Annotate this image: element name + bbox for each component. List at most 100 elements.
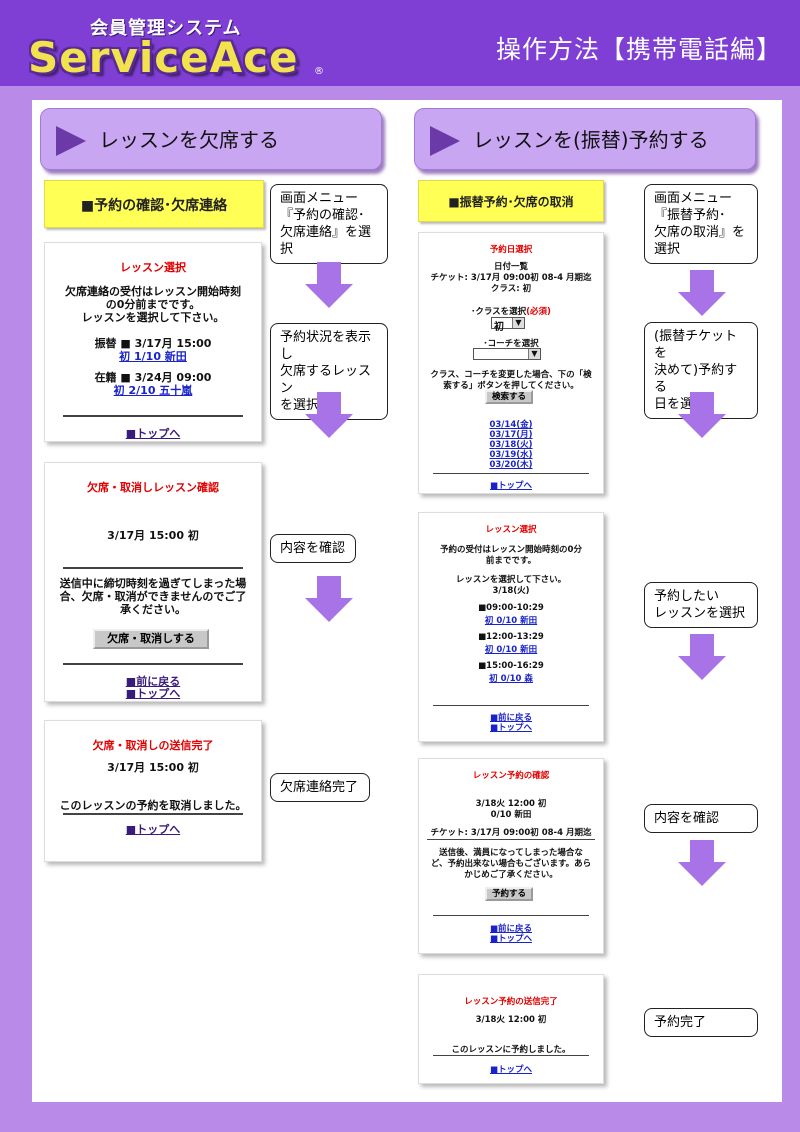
divider [433, 1055, 589, 1056]
lesson-datetime: 3/18火 12:00 初 [475, 1015, 547, 1025]
warning-text: 送信中に締切時刻を過ぎてしまった場 [59, 577, 247, 590]
divider [433, 473, 589, 474]
note-line: 選択 [654, 242, 681, 257]
date-link[interactable]: 03/17(月) [489, 430, 533, 440]
down-arrow-icon [678, 392, 726, 438]
down-arrow-icon [678, 270, 726, 316]
date-link[interactable]: 03/14(金) [489, 420, 533, 430]
note-line: 欠席するレッスン [280, 364, 372, 396]
date-link[interactable]: 03/20(木) [489, 460, 533, 470]
list-title: 日付一覧 [493, 262, 528, 272]
section-header-absence: レッスンを欠席する [40, 108, 382, 170]
note-line: 欠席の取消』を [654, 225, 746, 240]
note-line: 内容を確認 [280, 541, 346, 556]
divider [433, 705, 589, 706]
screen-title: レッスン選択 [120, 261, 186, 274]
registered-mark: ® [314, 66, 324, 77]
description-text: 欠席連絡の受付はレッスン開始時刻 [65, 285, 241, 298]
divider [63, 567, 243, 569]
capacity-info: 0/10 新田 [490, 810, 532, 820]
instruction-note: 予約完了 [644, 1008, 758, 1037]
note-line: 予約したい [654, 589, 720, 604]
warning-text: 承ください。 [120, 603, 186, 616]
search-button[interactable]: 検索する [485, 390, 533, 404]
complete-message: このレッスンの予約を取消しました。 [59, 799, 247, 812]
header-bar: 会員管理システム ServiceAce ® 操作方法【携帯電話編】 [0, 0, 800, 86]
ticket-info: チケット: 3/17月 09:00初 08-4 月期迄 [430, 273, 592, 283]
description-text: 前までです。 [485, 556, 537, 566]
top-link[interactable]: ■トップへ [489, 1065, 533, 1075]
top-link[interactable]: ■トップへ [125, 823, 181, 836]
note-line: レッスンを選択 [654, 606, 746, 621]
instruction-note: 内容を確認 [644, 804, 758, 833]
slot-link[interactable]: 初 0/10 新田 [484, 616, 538, 626]
divider [63, 813, 243, 815]
lesson-date: 3/18(火) [492, 586, 530, 596]
note-line: 画面メニュー [654, 191, 733, 206]
note-text: 索する」ボタンを押してください。 [443, 381, 579, 391]
lesson-link[interactable]: 初 2/10 五十嵐 [113, 384, 193, 397]
description-text: レッスンを選択して下さい。 [455, 575, 567, 585]
ticket-info: チケット: 3/17月 09:00初 08-4 月期迄 [430, 828, 592, 838]
top-link[interactable]: ■トップへ [489, 481, 533, 491]
class-info: クラス: 初 [490, 284, 532, 294]
instruction-note: 画面メニュー 『予約の確認･ 欠席連絡』を選択 [270, 184, 388, 264]
date-select-screen: 予約日選択 日付一覧 チケット: 3/17月 09:00初 08-4 月期迄 ク… [418, 232, 604, 494]
note-line: 内容を確認 [654, 811, 720, 826]
top-link[interactable]: ■トップへ [489, 934, 533, 944]
service-ace-logo: ServiceAce [28, 33, 299, 82]
back-link[interactable]: ■前に戻る [125, 675, 181, 688]
coach-select[interactable]: ▼ [473, 348, 541, 360]
lesson-link[interactable]: 初 1/10 新田 [119, 350, 187, 363]
menu-item-reservation-check[interactable]: ■予約の確認･欠席連絡 [44, 180, 264, 228]
lesson-select-screen: レッスン選択 予約の受付はレッスン開始時刻の0分 前までです。 レッスンを選択し… [418, 512, 604, 742]
lesson-item: 在籍 ■ 3/24月 09:00 [94, 371, 212, 384]
class-select-value: 初 [494, 322, 504, 333]
reservation-confirm-screen: レッスン予約の確認 3/18火 12:00 初 0/10 新田 チケット: 3/… [418, 758, 604, 954]
menu-item-transfer-reservation[interactable]: ■振替予約･欠席の取消 [418, 180, 604, 222]
date-link[interactable]: 03/18(火) [489, 440, 533, 450]
date-link[interactable]: 03/19(水) [489, 450, 533, 460]
top-link[interactable]: ■トップへ [125, 427, 181, 440]
warning-text: 送信後、満員になってしまった場合な [439, 848, 583, 858]
slot-link[interactable]: 初 0/10 新田 [484, 645, 538, 655]
lesson-datetime: 3/18火 12:00 初 [475, 799, 547, 809]
down-arrow-icon [305, 262, 353, 308]
note-line: 『振替予約･ [654, 208, 726, 223]
note-line: を選択 [280, 398, 320, 413]
screen-title: 欠席・取消しレッスン確認 [87, 481, 219, 494]
screen-title: レッスン予約の送信完了 [464, 997, 558, 1007]
top-link[interactable]: ■トップへ [125, 687, 181, 700]
screen-title: 欠席・取消しの送信完了 [92, 739, 214, 752]
top-link[interactable]: ■トップへ [489, 723, 533, 733]
chevron-down-icon: ▼ [528, 349, 540, 359]
back-link[interactable]: ■前に戻る [489, 713, 533, 723]
note-text: クラス、コーチを変更した場合、下の「検 [430, 370, 592, 380]
screen-title: レッスン選択 [485, 525, 537, 535]
class-select-label: ･クラスを選択 [471, 307, 527, 317]
back-link[interactable]: ■前に戻る [489, 924, 533, 934]
instruction-note: 予約状況を表示し 欠席するレッスン を選択 [270, 323, 388, 420]
section-title: レッスンを(振替)予約する [473, 128, 709, 152]
instruction-note: 画面メニュー 『振替予約･ 欠席の取消』を 選択 [644, 184, 758, 264]
note-line: (振替チケットを [654, 329, 738, 361]
slot-link[interactable]: 初 0/10 森 [489, 674, 533, 684]
cancel-absence-button[interactable]: 欠席・取消しする [93, 629, 209, 649]
divider [63, 663, 243, 665]
lesson-item: 振替 ■ 3/17月 15:00 [94, 337, 212, 350]
triangle-icon [56, 126, 86, 156]
time-slot: ■15:00-16:29 [478, 661, 544, 671]
down-arrow-icon [305, 576, 353, 622]
note-line: 予約状況を表示し [280, 330, 372, 362]
class-select[interactable]: 初▼ [491, 317, 525, 333]
instruction-note: 欠席連絡完了 [270, 773, 370, 802]
reserve-button[interactable]: 予約する [485, 887, 533, 901]
chevron-down-icon: ▼ [512, 318, 524, 328]
lesson-datetime: 3/17月 15:00 初 [107, 761, 199, 774]
absence-column: レッスンを欠席する ■予約の確認･欠席連絡 レッスン選択 欠席連絡の受付はレッス… [32, 100, 408, 1102]
description-text: 予約の受付はレッスン開始時刻の0分 [440, 545, 582, 555]
note-line: 『予約の確認･ [280, 208, 365, 223]
reservation-column: レッスンを(振替)予約する ■振替予約･欠席の取消 予約日選択 日付一覧 チケッ… [406, 100, 782, 1102]
instruction-note: 予約したい レッスンを選択 [644, 582, 758, 628]
down-arrow-icon [678, 634, 726, 680]
